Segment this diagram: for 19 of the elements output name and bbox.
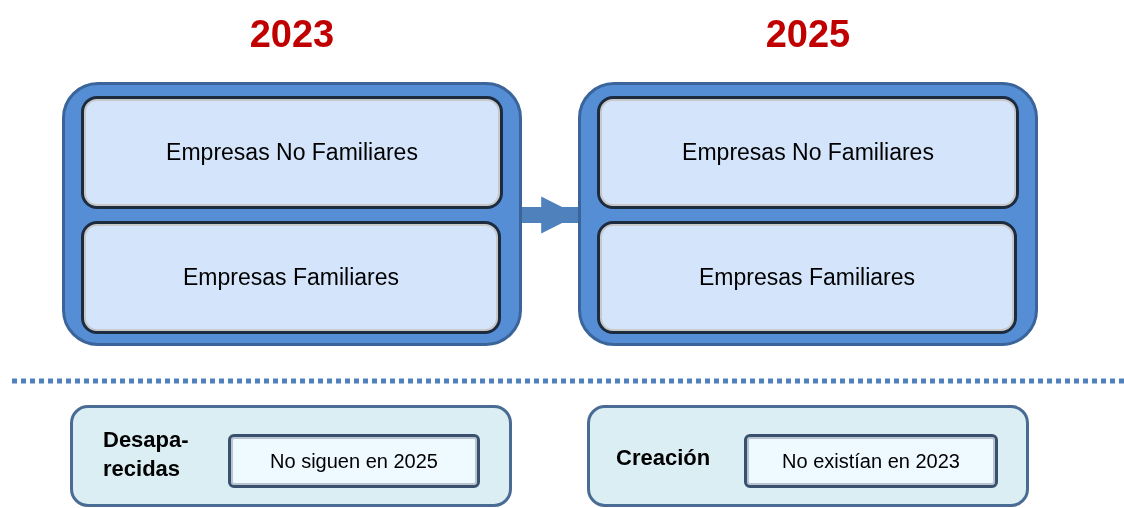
panel-box [587, 405, 1029, 507]
box-label: No existían en 2023 [782, 449, 960, 473]
box-label: Empresas No Familiares [682, 139, 934, 166]
note-box [744, 434, 998, 488]
category-box [81, 96, 503, 209]
arrow [522, 196, 578, 234]
box-label: Empresas Familiares [699, 264, 915, 291]
box-label: Empresas Familiares [183, 264, 399, 291]
box-label: Empresas No Familiares [166, 139, 418, 166]
note-box [228, 434, 480, 488]
category-box [597, 221, 1017, 334]
panel-label: Desapa- recidas [103, 426, 190, 483]
panel-label: Creación [616, 444, 712, 472]
panel-box [70, 405, 512, 507]
year-heading: 2025 [764, 13, 852, 56]
box-label: No siguen en 2025 [270, 449, 438, 473]
category-box [597, 96, 1019, 209]
year-heading: 2023 [248, 13, 336, 56]
category-box [81, 221, 501, 334]
